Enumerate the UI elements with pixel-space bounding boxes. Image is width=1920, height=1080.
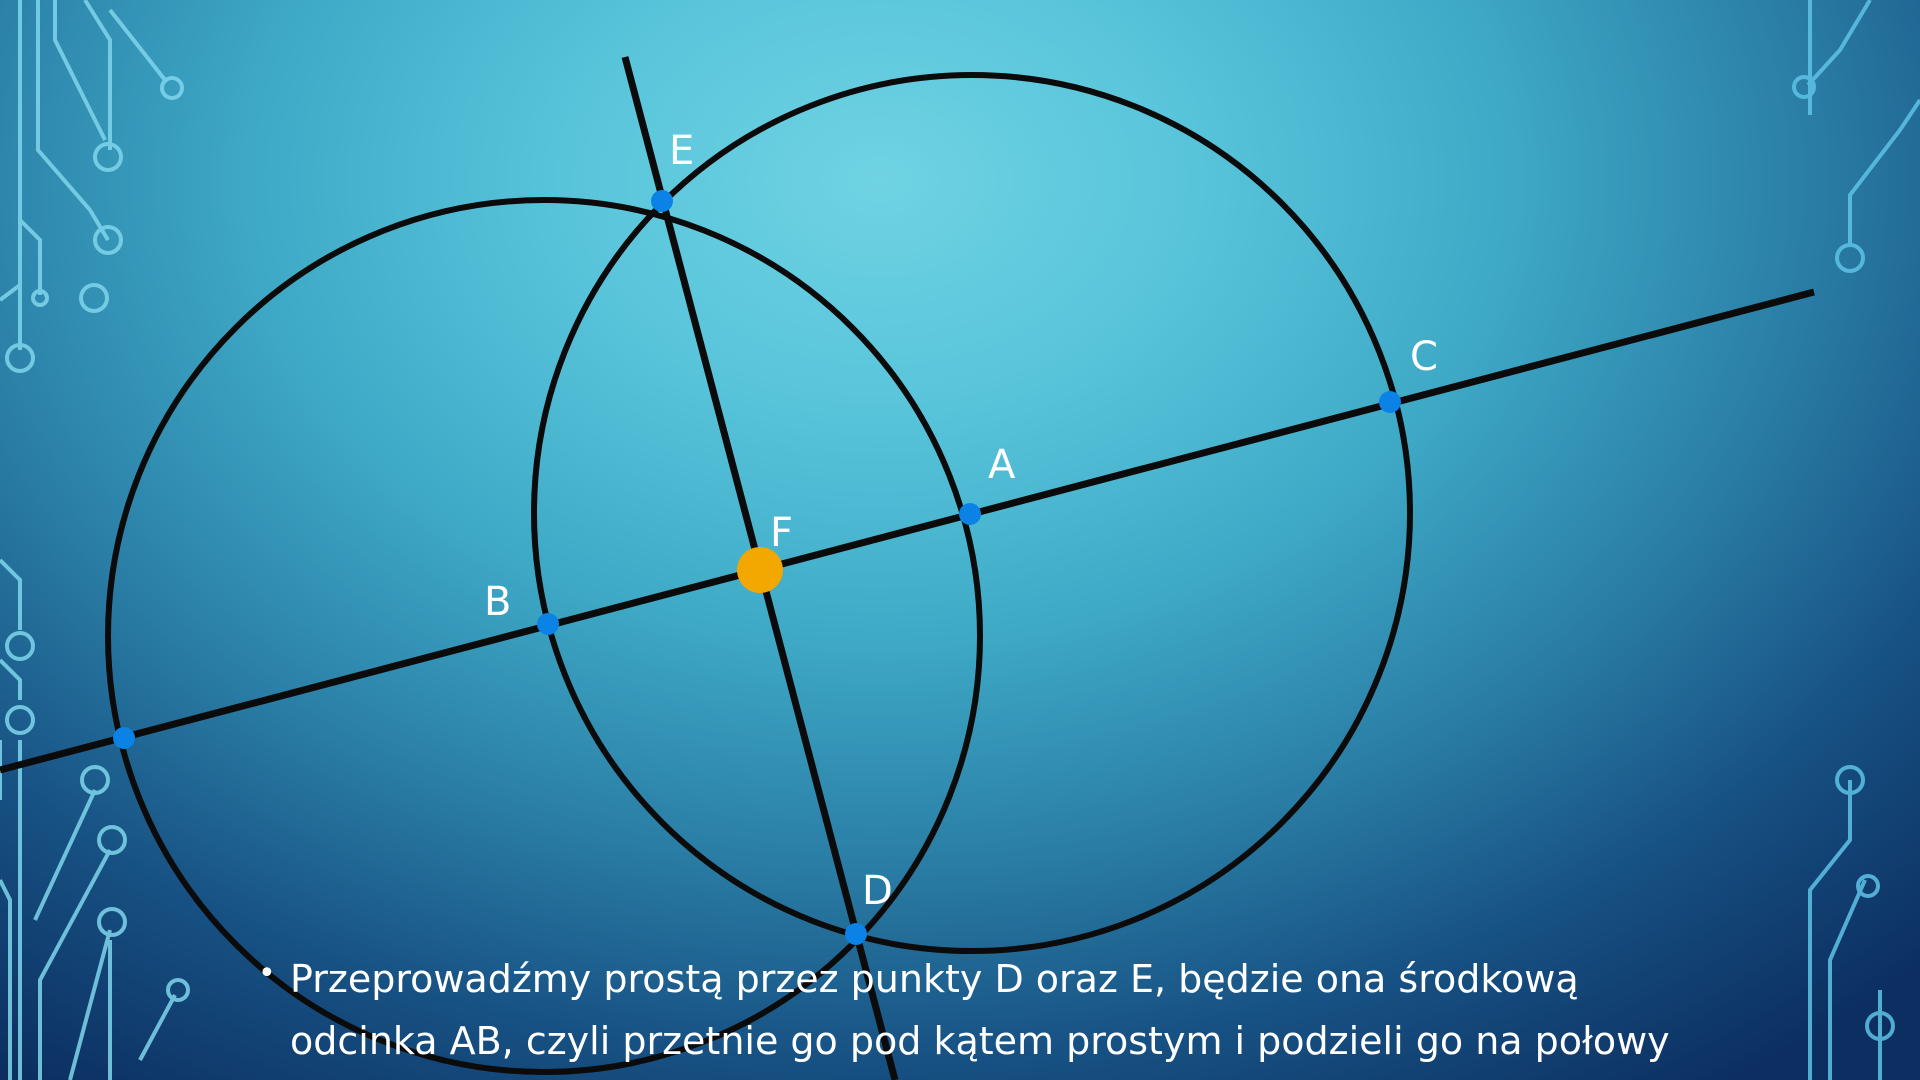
line-ab [0, 288, 1815, 774]
bullet-icon: • [258, 956, 276, 991]
point-B [537, 613, 559, 635]
circle-centered-A [105, 197, 983, 1075]
point-E [651, 190, 673, 212]
label-D: D [862, 868, 893, 914]
point-F [737, 547, 783, 593]
circle-centered-B [531, 72, 1413, 954]
point-A [959, 503, 981, 525]
label-C: C [1410, 334, 1438, 380]
label-B: B [484, 579, 511, 625]
circuit-decoration-right [1792, 0, 1920, 1080]
label-F: F [770, 510, 793, 556]
point-D [845, 923, 867, 945]
label-E: E [669, 128, 694, 174]
point-left-intersection [113, 727, 135, 749]
caption-line-1: Przeprowadźmy prostą przez punkty D oraz… [290, 957, 1579, 1001]
label-A: A [988, 442, 1016, 488]
caption-bullet: • Przeprowadźmy prostą przez punkty D or… [258, 948, 1738, 1072]
caption-line-2: odcinka AB, czyli przetnie go pod kątem … [290, 1019, 1670, 1063]
point-C [1379, 391, 1401, 413]
circuit-decoration-left [0, 0, 190, 1080]
